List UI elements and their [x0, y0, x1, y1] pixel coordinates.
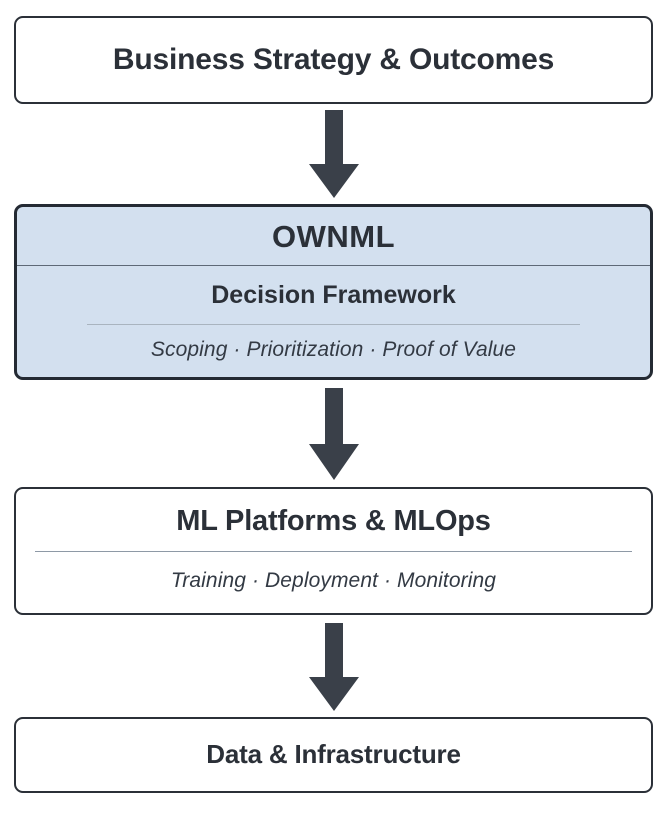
node-ownml-brand-row: OWNML — [17, 209, 650, 265]
node-ml-platforms-detail: Training · Deployment · Monitoring — [170, 568, 497, 592]
node-ownml[interactable]: OWNML Decision Framework Scoping · Prior… — [14, 204, 653, 380]
node-ownml-divider-secondary — [86, 324, 581, 325]
down-arrow-icon — [306, 621, 362, 713]
node-data-infrastructure[interactable]: Data & Infrastructure — [14, 717, 653, 793]
node-ml-platforms-title-row: ML Platforms & MLOps — [16, 493, 651, 551]
node-business-strategy-title: Business Strategy & Outcomes — [112, 43, 555, 77]
node-ownml-stack: OWNML Decision Framework Scoping · Prior… — [17, 209, 650, 375]
node-ml-platforms-stack: ML Platforms & MLOps Training · Deployme… — [16, 493, 651, 610]
node-ownml-brand: OWNML — [271, 218, 396, 254]
node-ml-platforms[interactable]: ML Platforms & MLOps Training · Deployme… — [14, 487, 653, 615]
node-business-strategy[interactable]: Business Strategy & Outcomes — [14, 16, 653, 104]
node-ml-platforms-title: ML Platforms & MLOps — [176, 505, 491, 538]
node-ownml-divider-primary — [17, 265, 650, 266]
node-ownml-title-row: Decision Framework — [17, 266, 650, 324]
node-ml-platforms-divider — [35, 550, 632, 552]
node-ownml-detail: Scoping · Prioritization · Proof of Valu… — [150, 338, 517, 361]
node-ownml-title: Decision Framework — [211, 280, 456, 309]
node-ml-platforms-detail-row: Training · Deployment · Monitoring — [16, 552, 651, 610]
node-data-infrastructure-title: Data & Infrastructure — [206, 739, 461, 770]
down-arrow-icon — [306, 108, 362, 200]
node-ownml-detail-row: Scoping · Prioritization · Proof of Valu… — [17, 325, 650, 375]
down-arrow-icon — [306, 386, 362, 482]
